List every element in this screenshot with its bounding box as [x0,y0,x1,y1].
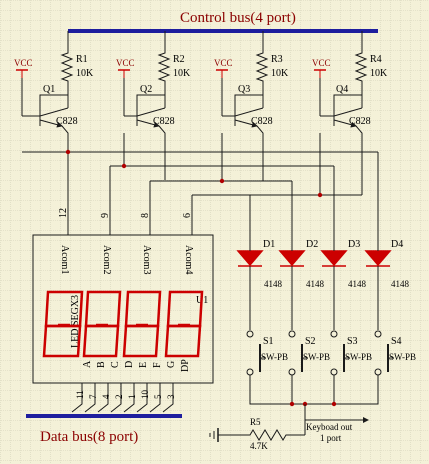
display-common-1: Acom1 [59,245,70,274]
segment-a-label: A [82,360,93,368]
diode-d1-name: D1 [263,239,275,250]
segment-pin-3: 4 [101,394,111,399]
junction-dot [317,192,323,198]
switch-s2-type: SW-PB [303,352,330,362]
transistor-q2-name: Q2 [140,84,152,95]
display-common-2: Acom2 [101,245,112,274]
transistor-q2-model: C828 [153,116,175,127]
diode-d3-name: D3 [348,239,360,250]
vcc-label: VCC [312,58,331,68]
vcc-label: VCC [116,58,135,68]
vcc-label: VCC [14,58,33,68]
switch-s4-name: S4 [391,336,402,347]
display-name: LED SEGX3 [70,295,81,348]
resistor-r3-value: 10K [271,68,289,79]
display-common-4: Acom4 [183,245,194,274]
vcc-label: VCC [214,58,233,68]
resistor-r4-name: R4 [370,54,382,65]
pulldown-name: R5 [250,417,261,427]
segment-pin-5: 1 [127,395,137,400]
common-pin-4: 6 [182,213,193,218]
junction-dot [289,401,295,407]
common-pin-3: 8 [140,213,151,218]
push-buttons [246,330,394,405]
resistor-r2-name: R2 [173,54,185,65]
segment-f-label: F [152,362,163,368]
driver-stage-3 [221,31,269,166]
pulldown-value: 4.7K [250,441,268,451]
resistor-r2-value: 10K [173,68,191,79]
transistor-q4-model: C828 [349,116,371,127]
led-display-package [32,234,214,384]
seven-segment-digits [42,290,204,358]
common-pin-1: 12 [58,208,69,218]
keyboard-out-ports: 1 port [320,433,342,443]
diode-d4-name: D4 [391,239,403,250]
segment-pin-2: 7 [88,394,98,399]
switch-s2-name: S2 [305,336,316,347]
vcc-2: VCC [116,58,135,78]
data-bus-title: Data bus(8 port) [40,429,138,445]
resistor-r4-value: 10K [370,68,388,79]
transistor-q3-name: Q3 [238,84,250,95]
resistor-r3-name: R3 [271,54,283,65]
common-wiring [22,151,379,245]
segment-e-label: E [138,362,149,368]
segment-pin-6: 10 [140,390,150,400]
pulldown-resistor [209,404,369,442]
segment-b-label: B [96,361,107,368]
diodes [236,245,392,330]
junction-dot [219,178,225,184]
segment-d-label: D [124,361,135,368]
vcc-4: VCC [312,58,331,78]
transistor-q1-name: Q1 [43,84,55,95]
transistor-q1-model: C828 [56,116,78,127]
vcc-1: VCC [14,58,33,78]
segment-pin-8: 3 [166,394,176,399]
segment-pin-1: 11 [75,390,85,399]
junction-dot [65,149,71,155]
display-common-3: Acom3 [141,245,152,274]
diode-d2-name: D2 [306,239,318,250]
junction-dot [331,401,337,407]
resistor-r1-value: 10K [76,68,94,79]
switch-s3-type: SW-PB [345,352,372,362]
diode-d4-model: 4148 [391,279,410,289]
wiring-fix [67,133,363,195]
keyboard-out-label: Keyboad out [306,422,353,432]
segment-pin-7: 5 [153,394,163,399]
diode-d1-model: 4148 [264,279,283,289]
transistor-q3-model: C828 [251,116,273,127]
segment-c-label: C [110,361,121,368]
diode-d3-model: 4148 [348,279,367,289]
segment-g-label: G [166,361,177,368]
switch-s1-type: SW-PB [261,352,288,362]
vcc-3: VCC [214,58,233,78]
transistor-q4-name: Q4 [336,84,348,95]
common-pin-2: 9 [100,213,111,218]
junction-dot [121,163,127,169]
switch-s4-type: SW-PB [389,352,416,362]
resistor-r1-name: R1 [76,54,88,65]
segment-dp-label: DP [180,359,191,372]
control-bus-title: Control bus(4 port) [180,10,296,26]
diode-d2-model: 4148 [306,279,325,289]
segment-leads [71,383,174,413]
switch-s1-name: S1 [263,336,274,347]
segment-pin-4: 2 [114,395,124,400]
switch-s3-name: S3 [347,336,358,347]
